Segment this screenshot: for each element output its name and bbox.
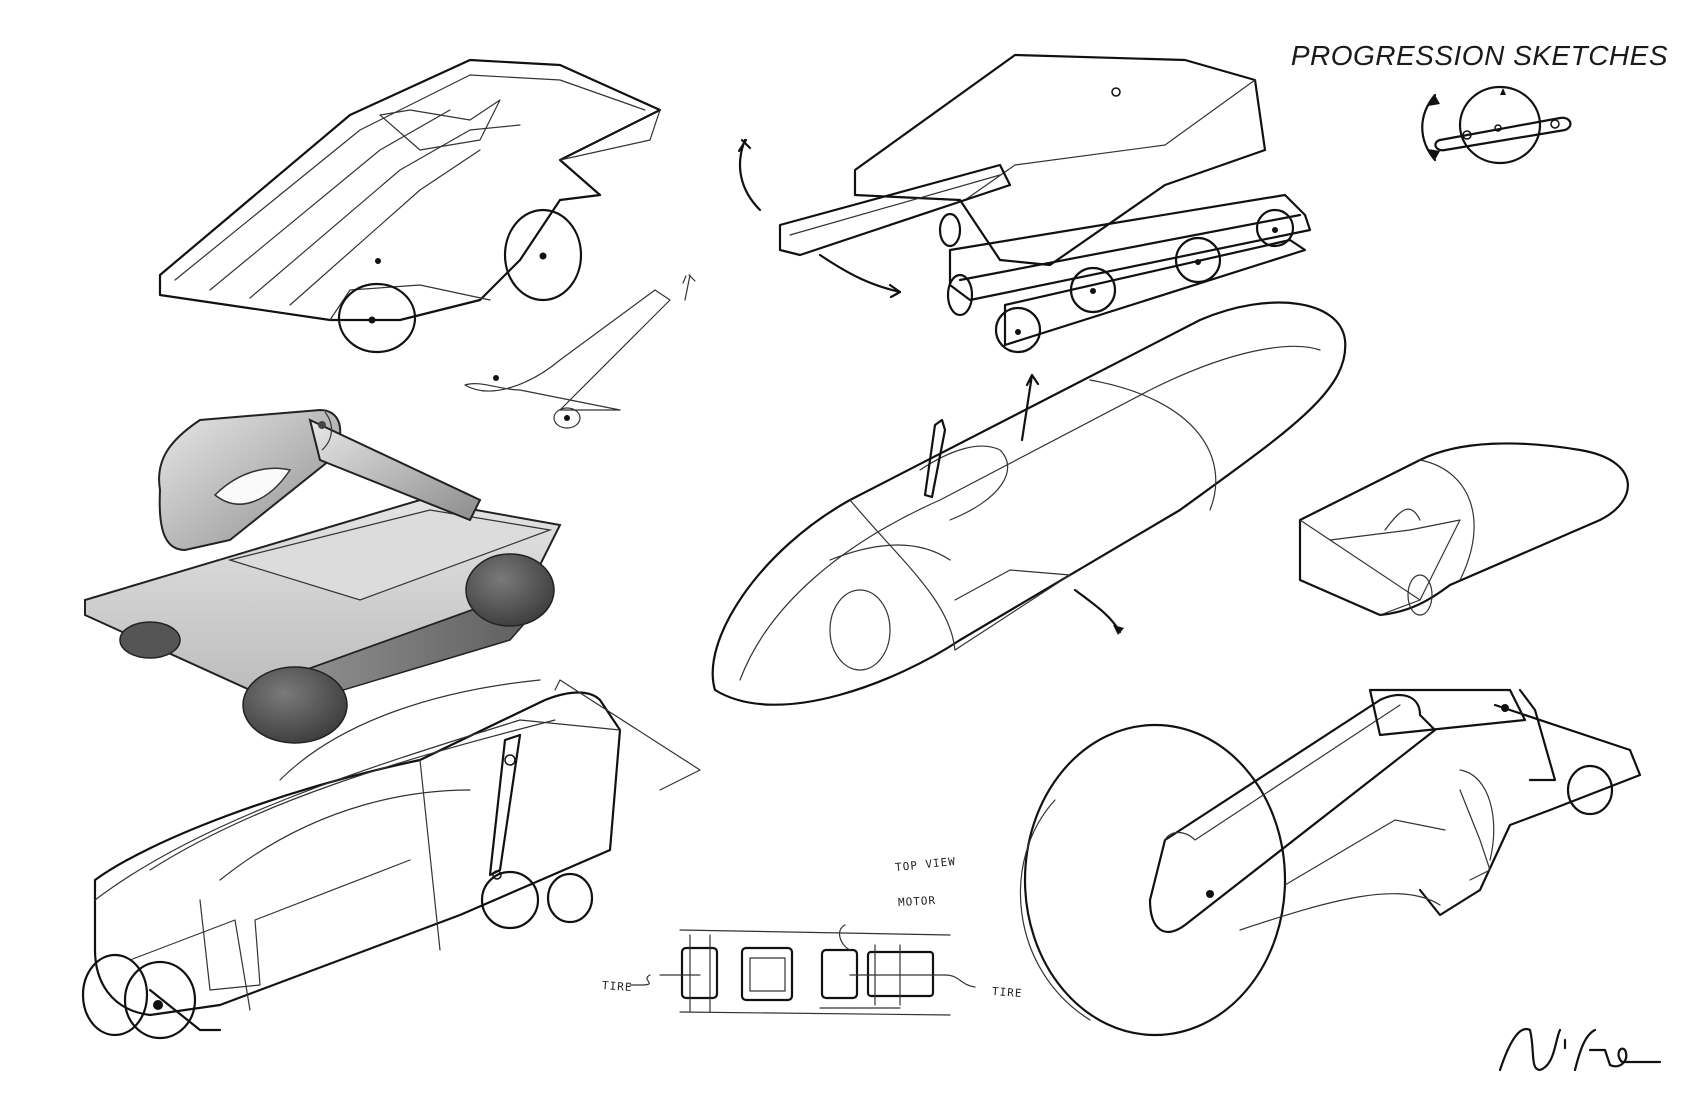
arm-motion-scribble [464, 274, 696, 429]
tire-right-label: TIRE [991, 984, 1023, 1001]
tank-sketch [737, 53, 1312, 354]
torpedo-body-sketch [711, 301, 1347, 706]
shaded-arm-car-render [84, 408, 562, 744]
top-view-schematic [629, 924, 976, 1016]
motor-label: MOTOR [897, 894, 937, 909]
pod-sketch [1298, 442, 1629, 617]
wedge-car-sketch [158, 58, 662, 354]
long-wedge-car-sketch [81, 679, 701, 1040]
rotation-icon [1421, 85, 1572, 165]
sheet-title: PROGRESSION SKETCHES [1290, 40, 1668, 71]
tire-left-label: TIRE [601, 978, 633, 995]
big-wheel-car-sketch [1019, 688, 1642, 1037]
